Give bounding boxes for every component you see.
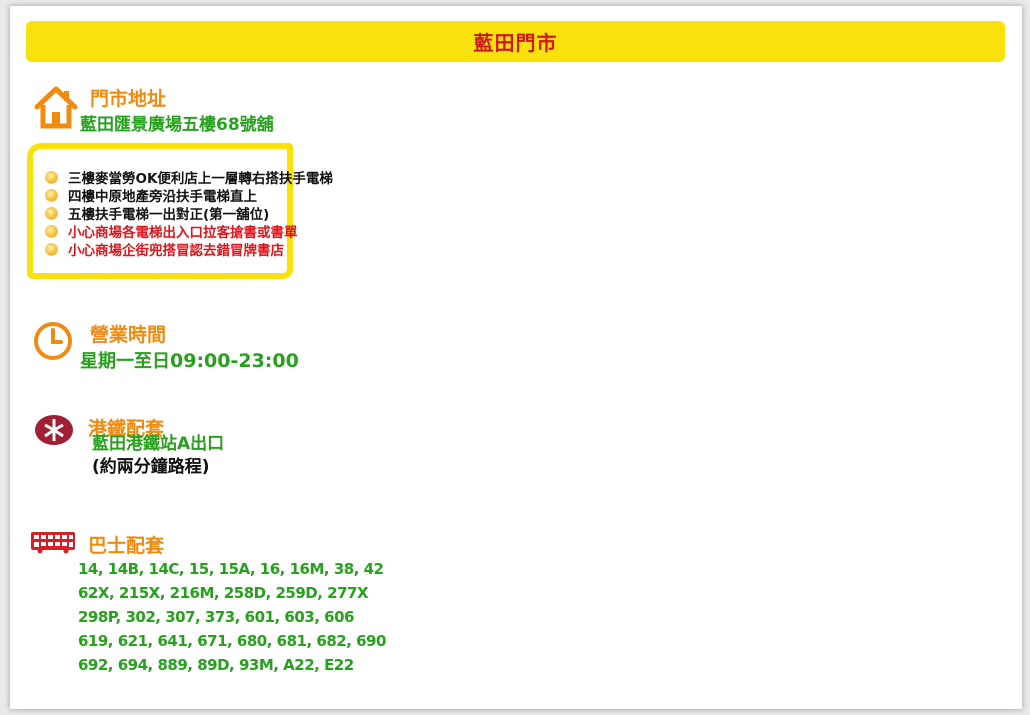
warning-item: 小心商場企街兜搭冒認去錯冒牌書店: [45, 240, 333, 259]
hours-value: 星期一至日09:00-23:00: [80, 347, 299, 373]
bus-route-line: 14, 14B, 14C, 15, 15A, 16, 16M, 38, 42: [78, 560, 384, 578]
direction-item: 五樓扶手電梯一出對正(第一舖位): [45, 204, 333, 223]
bus-icon: [31, 532, 75, 554]
direction-text: 四樓中原地產旁沿扶手電梯直上: [68, 189, 257, 205]
warning-text: 小心商場企街兜搭冒認去錯冒牌書店: [68, 243, 284, 259]
address-value: 藍田匯景廣場五樓68號舖: [80, 115, 274, 135]
bullet-icon: [45, 188, 58, 202]
house-icon: [34, 86, 78, 129]
store-info-card: 藍田門市: [10, 6, 1022, 709]
direction-item: 四樓中原地產旁沿扶手電梯直上: [45, 186, 333, 205]
bus-routes: 14, 14B, 14C, 15, 15A, 16, 16M, 38, 42 6…: [78, 557, 386, 677]
hours-time: 09:00-23:00: [170, 350, 299, 372]
mtr-heading: 港鐵配套: [88, 418, 165, 440]
bus-heading: 巴士配套: [88, 535, 165, 557]
bullet-icon: [45, 170, 58, 184]
mtr-walk-time: (約兩分鐘路程): [92, 457, 210, 477]
bus-route-line: 298P, 302, 307, 373, 601, 603, 606: [78, 608, 354, 626]
directions-note-box: [27, 143, 293, 279]
directions-list: 三樓麥當勞OK便利店上一層轉右搭扶手電梯 四樓中原地產旁沿扶手電梯直上 五樓扶手…: [45, 168, 333, 259]
bus-route-line: 619, 621, 641, 671, 680, 681, 682, 690: [78, 632, 386, 650]
warning-item: 小心商場各電梯出入口拉客搶書或書單: [45, 222, 333, 241]
clock-icon: [34, 322, 72, 360]
store-title-bar: 藍田門市: [26, 21, 1005, 62]
hours-heading: 營業時間: [90, 324, 167, 346]
direction-text: 三樓麥當勞OK便利店上一層轉右搭扶手電梯: [68, 171, 333, 187]
address-heading: 門市地址: [90, 88, 167, 110]
bus-route-line: 692, 694, 889, 89D, 93M, A22, E22: [78, 656, 354, 674]
warning-text: 小心商場各電梯出入口拉客搶書或書單: [68, 225, 298, 241]
bullet-icon: [45, 224, 58, 238]
hours-days: 星期一至日: [80, 351, 170, 372]
bullet-icon: [45, 242, 58, 256]
mtr-logo-icon: [35, 415, 73, 445]
mtr-station: 藍田港鐵站A出口: [92, 434, 225, 454]
mtr-info: 藍田港鐵站A出口 (約兩分鐘路程): [80, 433, 224, 479]
store-title: 藍田門市: [473, 31, 558, 55]
direction-text: 五樓扶手電梯一出對正(第一舖位): [68, 207, 270, 223]
direction-item: 三樓麥當勞OK便利店上一層轉右搭扶手電梯: [45, 168, 333, 187]
bullet-icon: [45, 206, 58, 220]
bus-route-line: 62X, 215X, 216M, 258D, 259D, 277X: [78, 584, 369, 602]
